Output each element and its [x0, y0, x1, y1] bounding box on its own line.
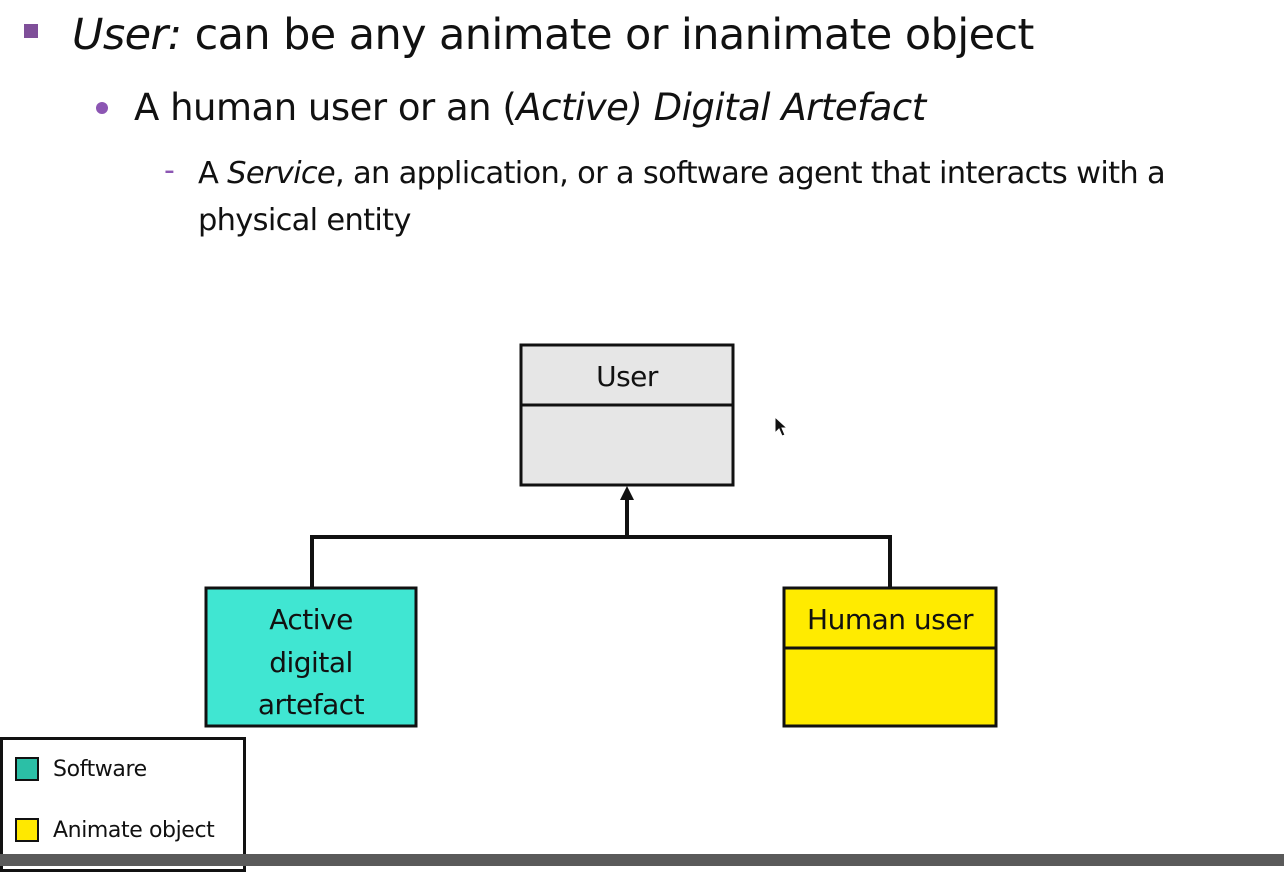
line3-prefix: A	[198, 156, 228, 191]
user-box-label: User	[596, 360, 659, 393]
human-box-body	[782, 586, 998, 728]
artefact-label-line: Active	[269, 603, 353, 636]
human-box-label: Human user	[807, 603, 974, 636]
line2-prefix: A human user or an (	[134, 86, 517, 129]
inheritance-connector	[310, 486, 892, 588]
connector-branch	[310, 535, 892, 588]
human-user-class-box: Human user	[782, 586, 998, 728]
legend-item-software: Software	[15, 754, 147, 784]
dash-bullet: -	[164, 153, 175, 188]
legend-label: Animate object	[53, 817, 215, 843]
legend-label: Software	[53, 756, 147, 782]
user-class-box: User	[519, 343, 735, 487]
artefact-label-line: digital	[269, 646, 353, 679]
user-box-body	[519, 343, 735, 487]
square-bullet-icon	[24, 24, 38, 38]
arrowhead-icon	[620, 486, 634, 500]
term-service: Service	[227, 156, 336, 191]
bullet-line-service: A Service, an application, or a software…	[198, 150, 1278, 244]
line1-text: can be any animate or inanimate object	[181, 10, 1035, 60]
line3-text: , an application, or a software agent th…	[198, 156, 1166, 238]
round-bullet-icon	[96, 102, 108, 114]
bottom-bar	[0, 854, 1284, 866]
artefact-box-body	[204, 586, 418, 728]
artefact-label-line: artefact	[258, 688, 365, 721]
artefact-class-box: Active digital artefact	[204, 586, 418, 728]
software-swatch-icon	[15, 757, 39, 781]
bullet-line-human-user: A human user or an (Active) Digital Arte…	[134, 82, 926, 134]
line2-italic: Active) Digital Artefact	[516, 86, 926, 129]
bullet-line-user: User: can be any animate or inanimate ob…	[72, 6, 1034, 64]
legend-item-animate-object: Animate object	[15, 815, 215, 845]
legend: Software Animate object	[0, 737, 246, 872]
mouse-pointer-icon	[774, 416, 789, 437]
term-user: User:	[72, 10, 182, 60]
animate-swatch-icon	[15, 818, 39, 842]
